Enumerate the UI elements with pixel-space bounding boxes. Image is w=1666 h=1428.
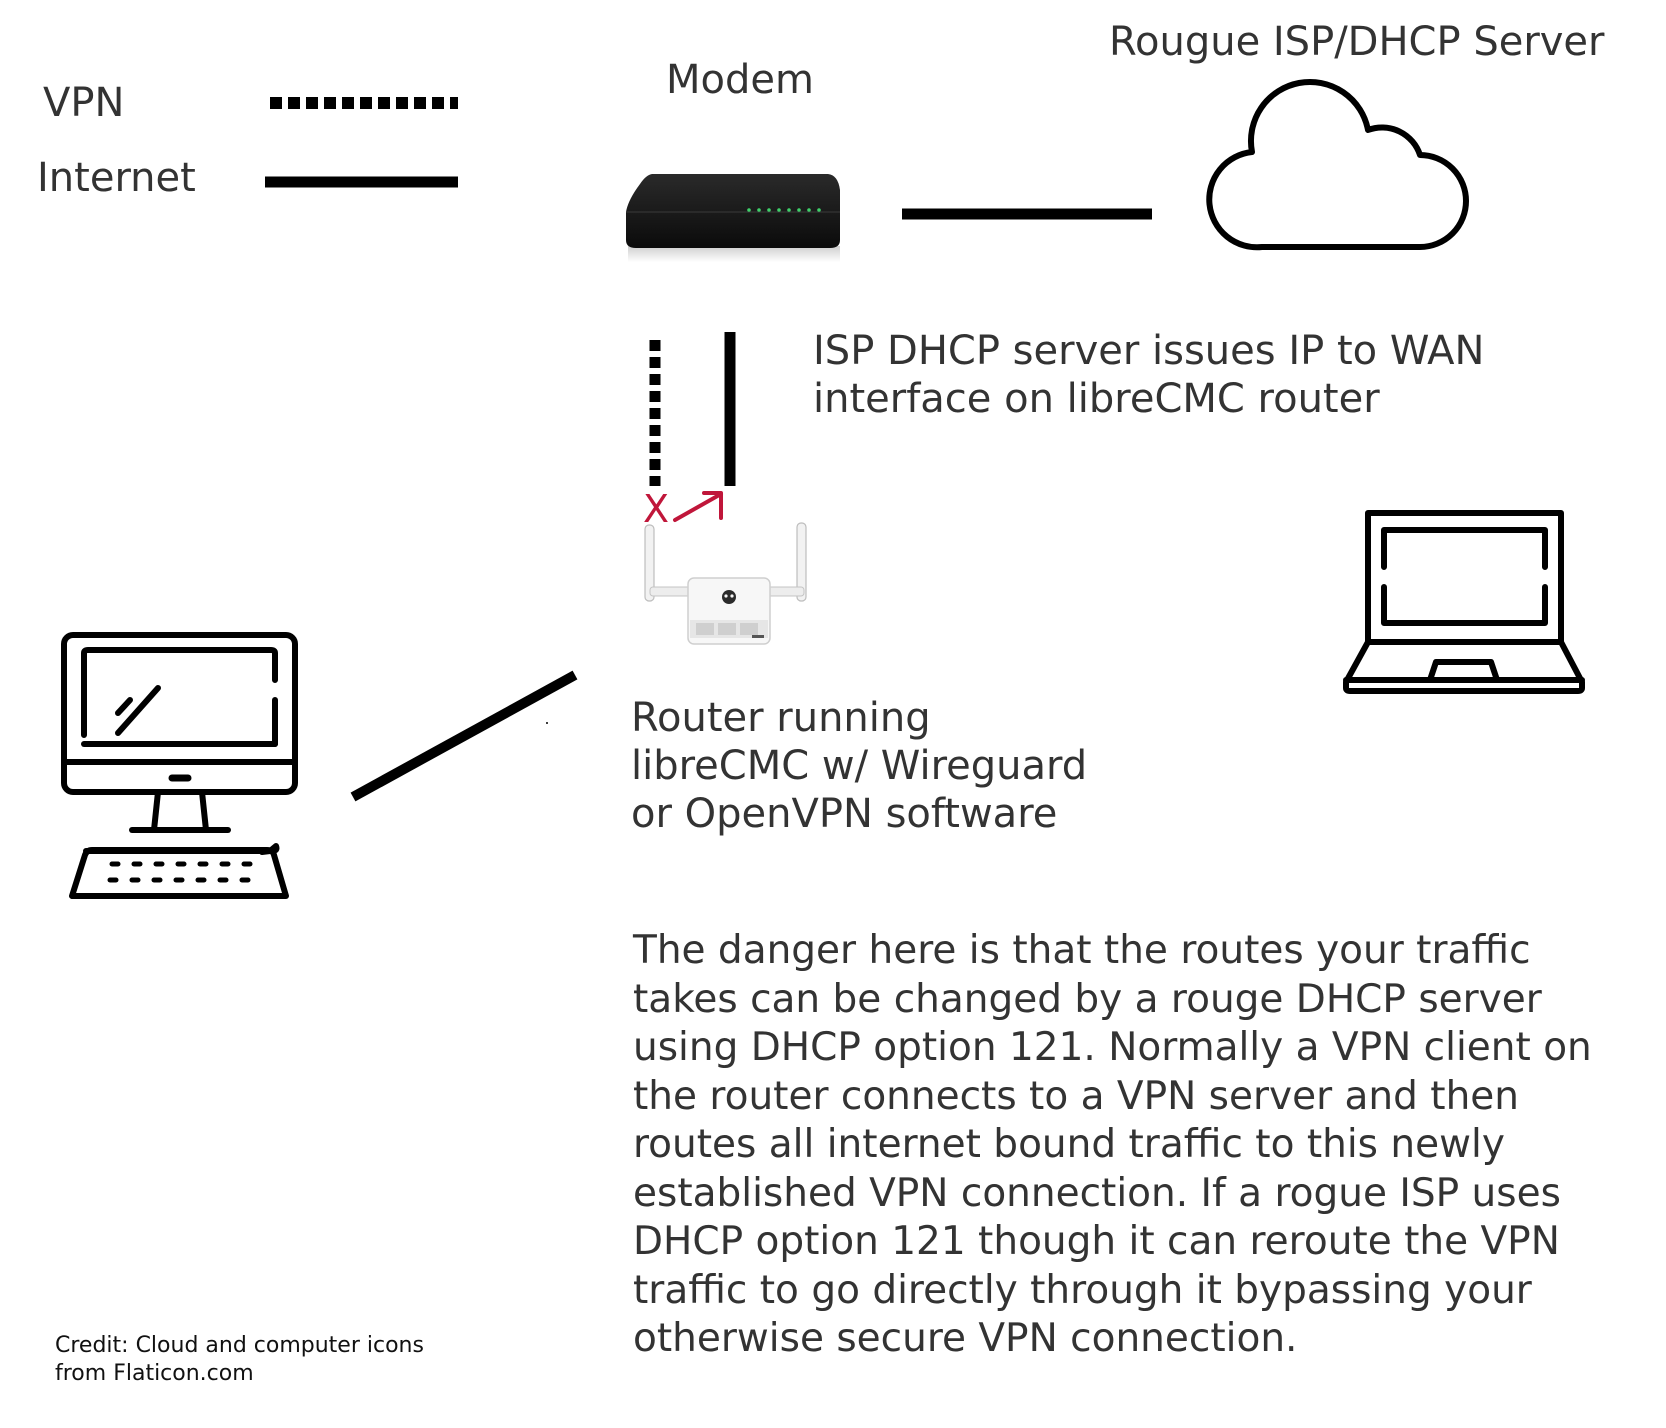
explanation-line: otherwise secure VPN connection.: [633, 1316, 1298, 1361]
desktop-computer-icon: [61, 632, 298, 899]
isp-note-line-2: interface on libreCMC router: [813, 376, 1380, 422]
explanation-line: The danger here is that the routes your …: [633, 928, 1531, 973]
router-icon: [644, 522, 807, 645]
reroute-arrow-icon: [673, 491, 723, 522]
router-label-line-1: Router running: [631, 695, 931, 741]
explanation-line: established VPN connection. If a rogue I…: [633, 1170, 1561, 1216]
cloud-icon: [1206, 78, 1469, 251]
modem-icon: [626, 174, 840, 262]
router-label-line-3: or OpenVPN software: [631, 791, 1058, 837]
modem-label: Modem: [666, 57, 814, 103]
explanation-line: the router connects to a VPN server and …: [633, 1073, 1520, 1119]
isp-note-line-1: ISP DHCP server issues IP to WAN: [813, 328, 1485, 374]
explanation-line: takes can be changed by a rouge DHCP ser…: [633, 976, 1542, 1022]
explanation-line: traffic to go directly through it bypass…: [633, 1267, 1532, 1313]
danger-explanation: The danger here is that the routes your …: [633, 927, 1653, 1364]
explanation-line: using DHCP option 121. Normally a VPN cl…: [633, 1025, 1592, 1070]
router-label-line-2: libreCMC w/ Wireguard: [631, 743, 1088, 789]
explanation-line: routes all internet bound traffic to thi…: [633, 1122, 1505, 1167]
laptop-icon: [1343, 510, 1585, 694]
lan-link: [350, 670, 578, 802]
isp-server-label: Rougue ISP/DHCP Server: [1109, 19, 1605, 65]
blocked-vpn-mark: X: [643, 487, 670, 531]
legend-vpn-label: VPN: [43, 80, 125, 126]
credit-line-2: from Flaticon.com: [55, 1361, 254, 1386]
legend-internet-label: Internet: [37, 155, 196, 201]
credit-line-1: Credit: Cloud and computer icons: [55, 1333, 424, 1358]
explanation-line: DHCP option 121 though it can reroute th…: [633, 1219, 1560, 1264]
